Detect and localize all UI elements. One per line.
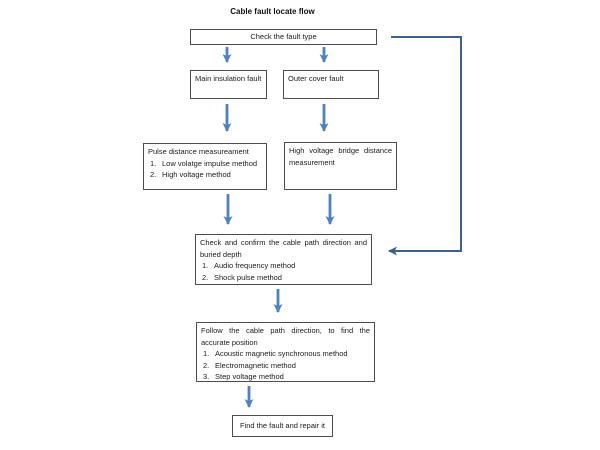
flow-node-heading: High voltage bridge distance measurement (289, 146, 392, 167)
list-item-text: Acoustic magnetic synchronous method (215, 349, 348, 358)
list-item-number: 3. (203, 372, 210, 381)
list-item-number: 1. (150, 158, 157, 168)
list-item-text: Electromagnetic method (215, 360, 296, 370)
list-item-number: 1. (202, 261, 209, 270)
page-title: Cable fault locate flow (230, 7, 315, 16)
list-item: 2. Electromagnetic method (201, 360, 370, 372)
list-item-text: Low volatge impulse method (162, 158, 258, 168)
flow-node-heading: Follow the cable path direction, to find… (201, 326, 370, 347)
list-item-number: 2. (150, 170, 157, 179)
flow-node-follow-cable-path: Follow the cable path direction, to find… (196, 322, 375, 382)
flow-node-heading: Pulse distance measureament (148, 147, 249, 156)
flow-node-heading: Check and confirm the cable path directi… (200, 238, 367, 259)
flow-node-hv-bridge-distance-measurement: High voltage bridge distance measurement (284, 142, 397, 190)
flow-node-pulse-distance-measurement: Pulse distance measureament 1. Low volat… (143, 143, 267, 190)
list-item: 1. Acoustic magnetic synchronous method (201, 348, 370, 360)
flow-node-main-insulation-fault: Main insulation fault (190, 70, 267, 99)
flow-node-label: Outer cover fault (288, 74, 344, 83)
list-item: 2. Shock pulse method (200, 272, 367, 284)
list-item: 1. Audio frequency method (200, 260, 367, 272)
flow-node-label: Find the fault and repair it (239, 421, 326, 431)
flow-node-find-and-repair: Find the fault and repair it (232, 415, 333, 437)
list-item: 1. Low volatge impulse method (148, 158, 262, 170)
list-item: 2. High voltage method (148, 169, 262, 181)
flow-node-label: Main insulation fault (195, 74, 262, 83)
list-item: 3. Step voltage method (201, 371, 370, 381)
arrow-return-loop-check-to-path-check (388, 36, 462, 256)
list-item-text: High voltage method (162, 170, 231, 179)
list-item-number: 1. (203, 349, 210, 358)
flow-node-label: Check the fault type (250, 32, 317, 42)
list-item-text: Shock pulse method (214, 272, 282, 282)
flow-node-check-fault-type: Check the fault type (190, 29, 377, 45)
list-item-number: 2. (203, 360, 210, 370)
flow-node-check-cable-path-direction: Check and confirm the cable path directi… (195, 234, 372, 285)
list-item-text: Step voltage method (215, 372, 284, 381)
list-item-number: 2. (202, 272, 209, 282)
list-item-text: Audio frequency method (214, 261, 296, 270)
flow-node-outer-cover-fault: Outer cover fault (283, 70, 379, 99)
